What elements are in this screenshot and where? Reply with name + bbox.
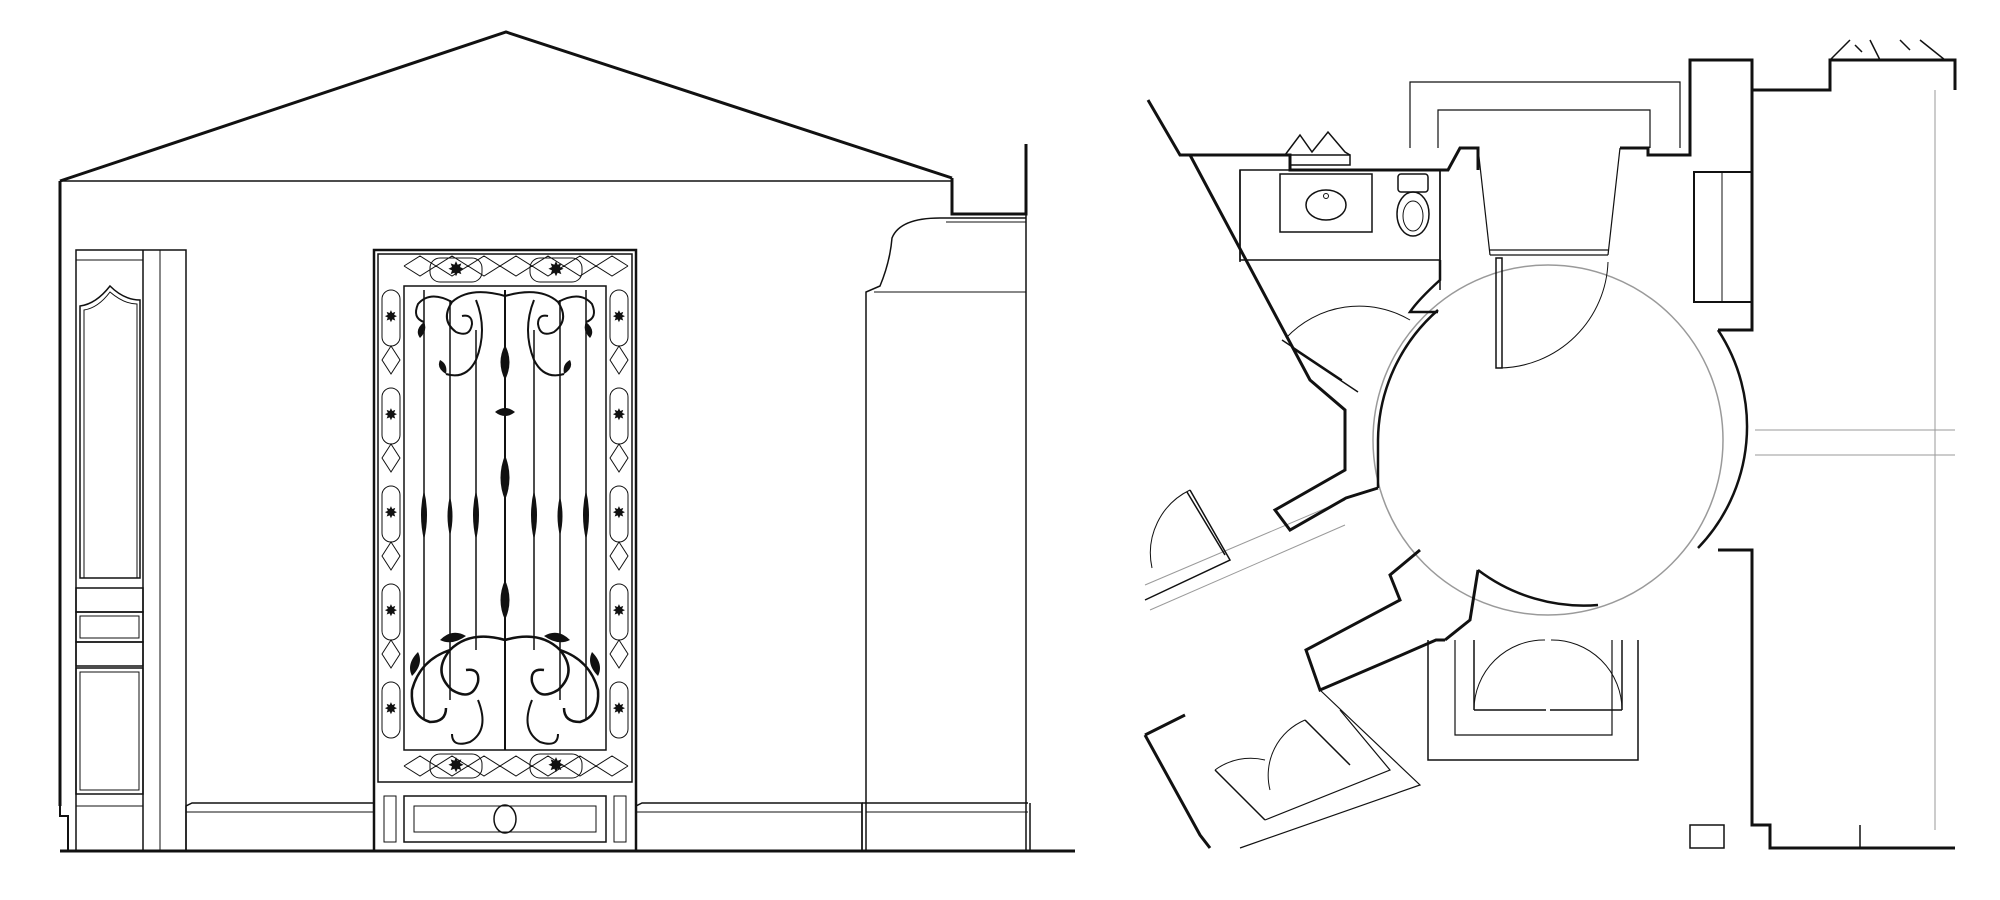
central-rotunda: [1372, 264, 1724, 616]
svg-text:✸: ✸: [548, 753, 565, 777]
svg-text:✸: ✸: [384, 701, 397, 718]
toilet: [1396, 173, 1430, 237]
svg-text:✸: ✸: [612, 603, 625, 620]
wrought-iron-gate: ✸ ✸ ✸ ✸ ✸ ✸ ✸ ✸ ✸ ✸ ✸ ✸ ✸ ✸: [372, 248, 638, 853]
right-recess: [1693, 171, 1752, 303]
pilaster-column: [861, 217, 1031, 851]
svg-text:✸: ✸: [612, 309, 625, 326]
diagonal-double-doors: [1214, 689, 1422, 849]
paneled-door: [75, 249, 187, 852]
top-alcove: [1409, 81, 1681, 256]
elevation-view: ✸ ✸ ✸ ✸ ✸ ✸ ✸ ✸ ✸ ✸ ✸ ✸ ✸ ✸: [58, 30, 1075, 853]
rotunda-wall: [1376, 309, 1439, 488]
restroom: [1239, 130, 1442, 314]
left-plinth: [59, 806, 69, 851]
svg-text:✸: ✸: [612, 701, 625, 718]
plan-walls: [1143, 58, 1957, 850]
svg-text:✸: ✸: [384, 505, 397, 522]
left-doors: [1144, 489, 1232, 601]
washbasin: [1279, 173, 1373, 233]
left-diagonal-door: [1281, 305, 1411, 393]
right-edge-fixtures: [1689, 39, 1946, 849]
baseboard: [185, 802, 863, 851]
bottom-double-doors: [1427, 639, 1639, 761]
parapet-step: [950, 144, 1028, 216]
pediment-roof: [59, 30, 953, 183]
floor-plan-view: [1143, 39, 1957, 850]
light-guide-lines: [1144, 90, 1955, 830]
svg-text:✸: ✸: [548, 257, 565, 281]
svg-text:✸: ✸: [612, 407, 625, 424]
svg-text:✸: ✸: [384, 407, 397, 424]
svg-text:✸: ✸: [612, 505, 625, 522]
top-door-swing: [1495, 257, 1609, 369]
svg-text:✸: ✸: [448, 753, 465, 777]
svg-text:✸: ✸: [384, 309, 397, 326]
svg-text:✸: ✸: [448, 257, 465, 281]
svg-text:✸: ✸: [384, 603, 397, 620]
